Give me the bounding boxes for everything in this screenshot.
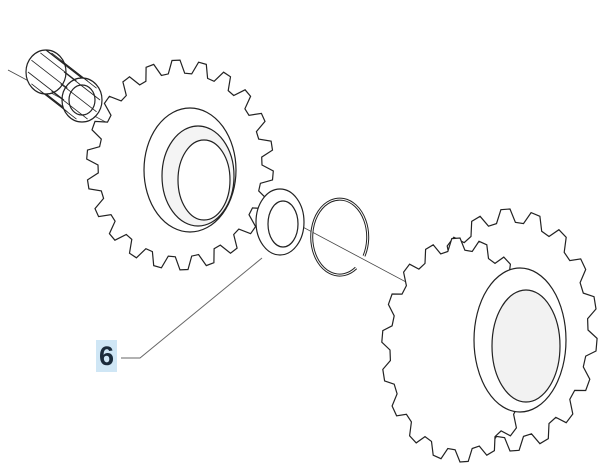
circlip — [310, 197, 370, 277]
needle-bearing — [25, 49, 103, 123]
callout-label-6[interactable]: 6 — [96, 340, 117, 372]
bearing-needle — [63, 71, 101, 101]
double-gear — [381, 208, 598, 463]
thrust-washer — [255, 188, 305, 256]
bearing-needle — [51, 90, 88, 120]
callout-leader-line — [121, 257, 263, 359]
bearing-needle — [60, 83, 97, 113]
bearing-needle — [31, 59, 68, 89]
bearing-needle — [40, 52, 77, 82]
bearing-needle — [31, 83, 68, 113]
bearing-needle — [27, 71, 65, 101]
gear — [86, 59, 274, 271]
bearing-needle — [60, 59, 97, 89]
